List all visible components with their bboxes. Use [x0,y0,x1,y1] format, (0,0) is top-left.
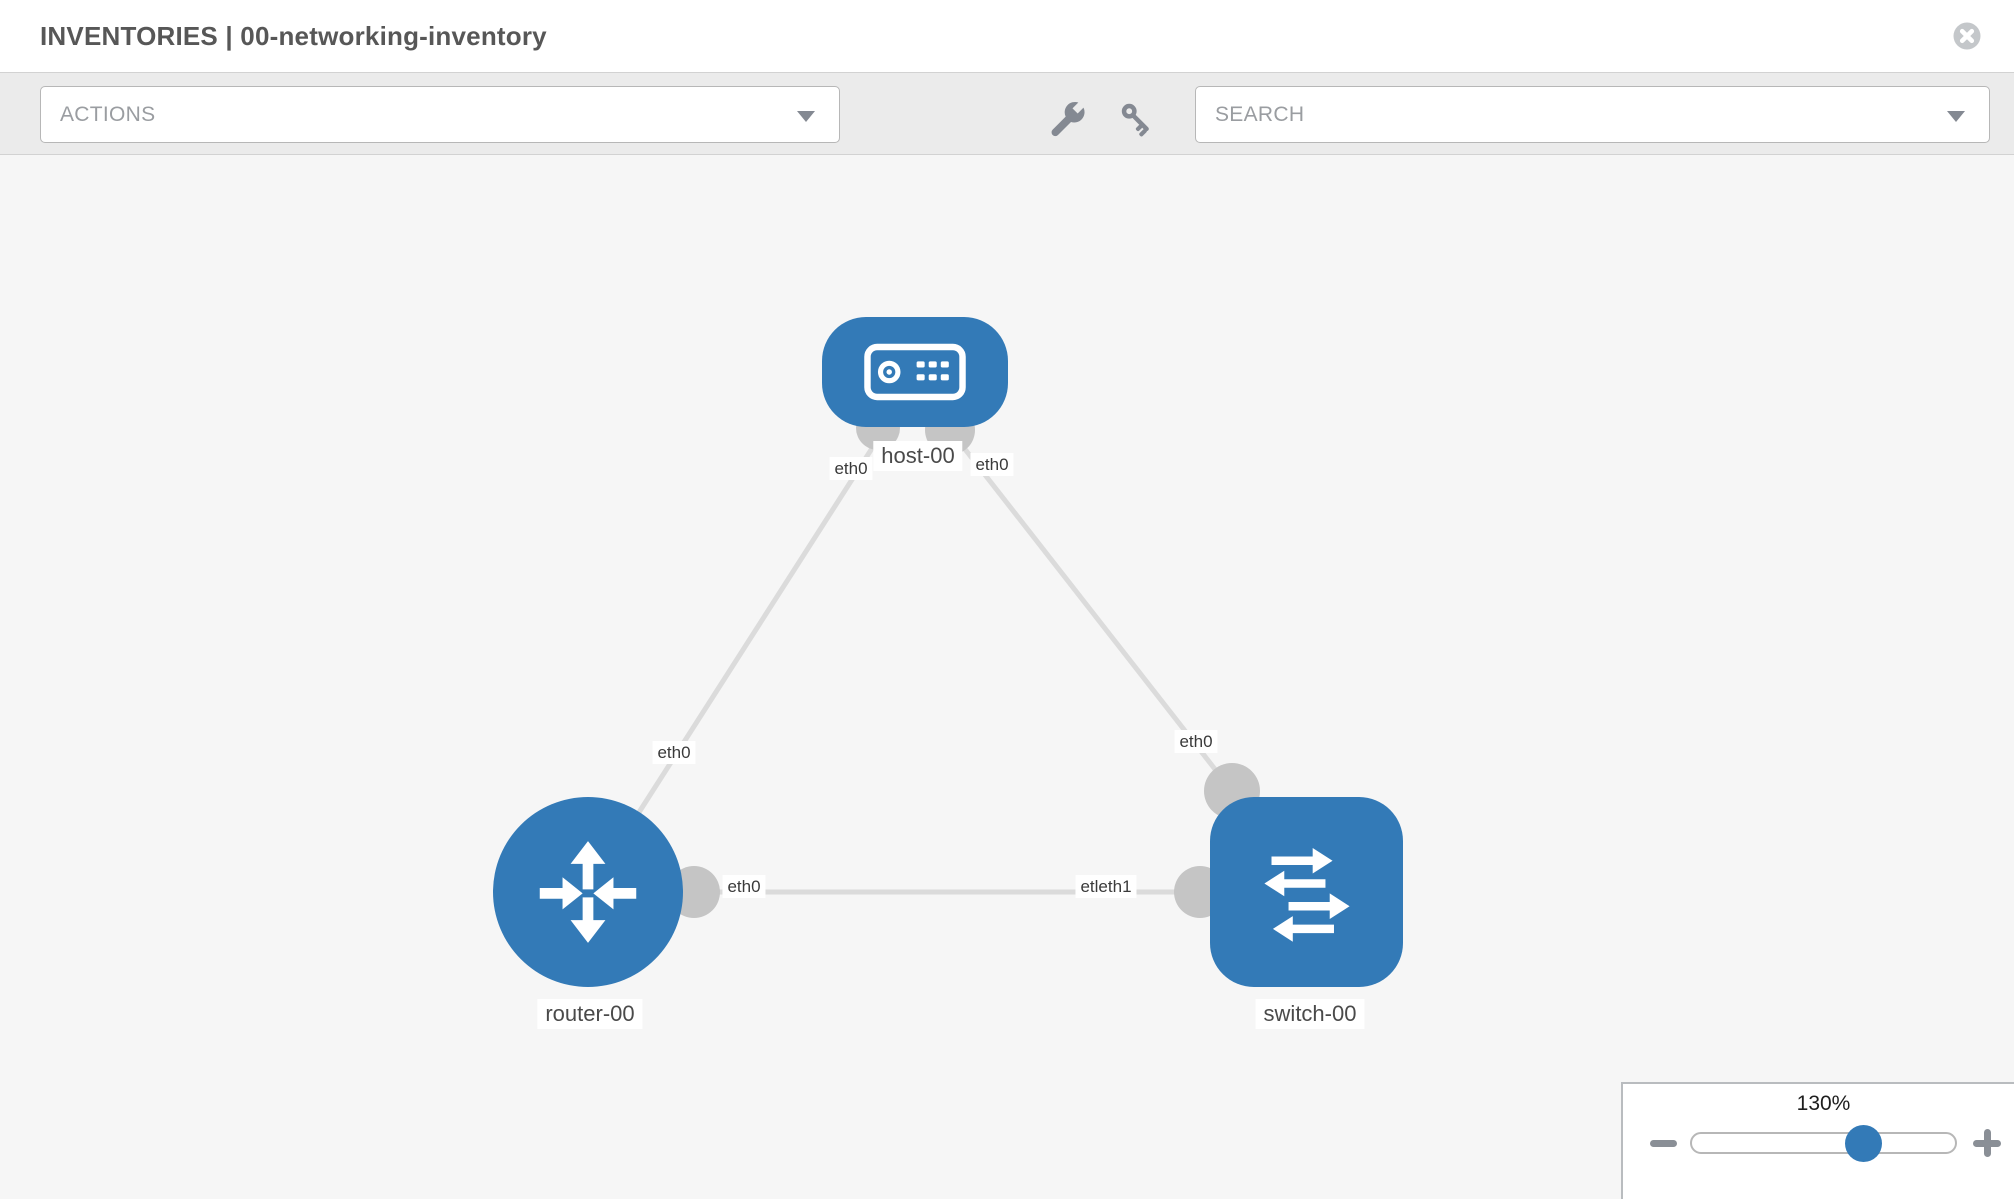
key-icon [1121,103,1149,137]
toolbar: ACTIONS SEARCH [0,72,2014,155]
zoom-out-button[interactable] [1650,1140,1677,1147]
node-switch-00[interactable] [1210,797,1403,987]
credentials-button[interactable] [1114,99,1160,139]
zoom-slider[interactable] [1690,1132,1957,1154]
interface-label: eth0 [970,453,1014,476]
host-icon [864,343,966,401]
header: INVENTORIES | 00-networking-inventory [0,0,2014,72]
interface-label: etleth1 [1075,875,1137,898]
node-router-00[interactable] [493,797,683,987]
chevron-down-icon [797,110,815,122]
interface-label: eth0 [722,875,766,898]
search-dropdown[interactable]: SEARCH [1195,86,1990,143]
actions-dropdown-label: ACTIONS [60,102,156,126]
close-button[interactable] [1952,21,1982,51]
node-label-host-00: host-00 [873,441,963,471]
tools-button[interactable] [1044,99,1090,139]
page-title: INVENTORIES | 00-networking-inventory [40,20,547,51]
node-label-switch-00: switch-00 [1255,999,1365,1029]
zoom-slider-thumb[interactable] [1845,1125,1882,1162]
interface-label: eth0 [829,457,873,480]
zoom-level-value: 130% [1796,1092,1851,1115]
close-icon [1953,22,1981,50]
topology-canvas[interactable]: host-00 router-00 switch-00 eth0 eth0 et… [0,155,2014,1199]
chevron-down-icon [1947,110,1965,122]
router-icon [539,841,637,943]
interface-label: eth0 [1174,730,1218,753]
zoom-panel: 130% [1621,1082,2014,1199]
interface-label: eth0 [652,741,696,764]
zoom-in-button[interactable] [1973,1129,2001,1157]
switch-icon [1263,847,1350,942]
wrench-icon [1051,101,1085,137]
node-host-00[interactable] [822,317,1008,427]
actions-dropdown[interactable]: ACTIONS [40,86,840,143]
search-placeholder: SEARCH [1215,102,1305,126]
topology-wires [585,405,1260,918]
node-label-router-00: router-00 [537,999,643,1029]
